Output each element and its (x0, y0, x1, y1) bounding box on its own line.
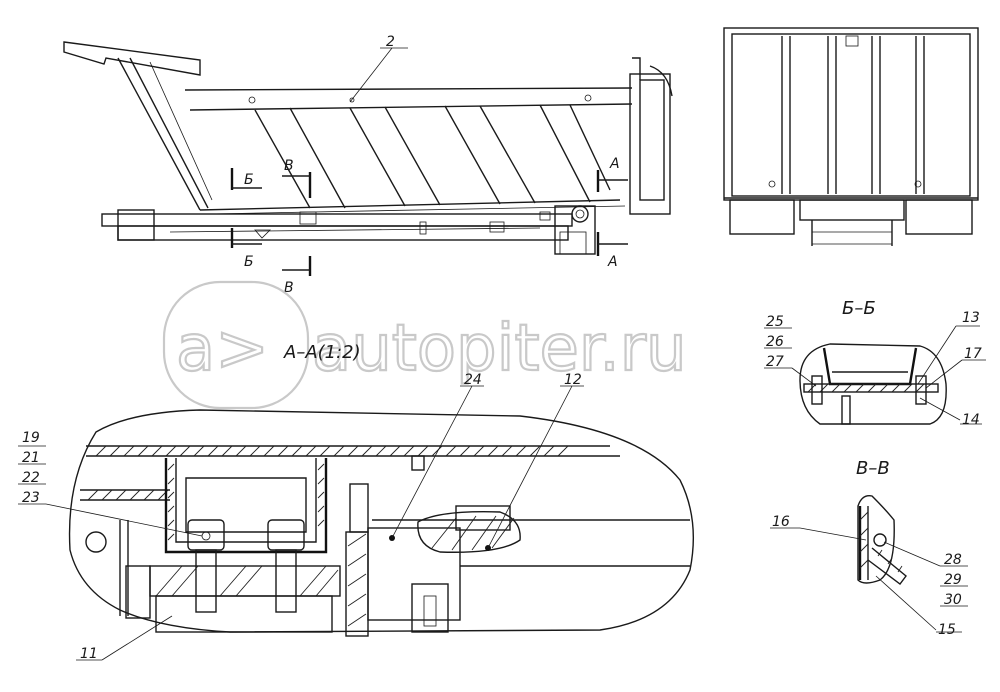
watermark-text: autopiter.ru (312, 312, 687, 386)
callout-27: 27 (766, 354, 784, 370)
mark-b-bottom: Б (244, 254, 254, 270)
callouts-a-a: 19 21 22 23 11 24 12 (18, 372, 584, 662)
bolt-right (267, 519, 305, 613)
side-ribs (254, 104, 611, 209)
callout-13: 13 (962, 310, 980, 326)
callout-23: 23 (22, 490, 40, 506)
title-v-v: В–В (856, 458, 890, 479)
callout-25: 25 (766, 314, 784, 330)
mark-v-top: В (284, 158, 294, 174)
mark-b-top: Б (244, 172, 254, 188)
watermark-logo: a> (176, 312, 269, 386)
title-a-a: А–А(1:2) (283, 342, 361, 363)
callout-30: 30 (944, 592, 962, 608)
top-plate-hatch (95, 445, 569, 457)
callout-28: 28 (944, 552, 962, 568)
callout-19: 19 (22, 430, 40, 446)
callout-21: 21 (22, 450, 40, 466)
rear-view (723, 27, 979, 246)
mark-a-top: А (609, 156, 620, 172)
section-a-a: А–А(1:2) (18, 342, 694, 662)
section-v-v: В–В 16 28 29 30 15 (770, 458, 968, 638)
callout-26: 26 (766, 334, 784, 350)
mark-v-bottom: В (284, 280, 294, 296)
callout-15: 15 (938, 622, 956, 638)
callout-11: 11 (80, 646, 98, 662)
callout-17: 17 (964, 346, 982, 362)
callout-16: 16 (772, 514, 790, 530)
title-b-b: Б–Б (842, 298, 876, 319)
callout-14: 14 (962, 412, 980, 428)
side-view: Б Б В В А А 2 (63, 34, 673, 296)
section-marks: Б Б В В А А (230, 156, 628, 296)
callout-29: 29 (944, 572, 962, 588)
section-b-b: Б–Б 25 26 27 13 17 14 (764, 298, 986, 428)
callout-22: 22 (22, 470, 40, 486)
callout-2: 2 (386, 34, 395, 50)
mark-a-bottom: А (607, 254, 618, 270)
watermark: a> autopiter.ru (162, 280, 688, 410)
callout-12: 12 (564, 372, 582, 388)
callout-24: 24 (464, 372, 482, 388)
